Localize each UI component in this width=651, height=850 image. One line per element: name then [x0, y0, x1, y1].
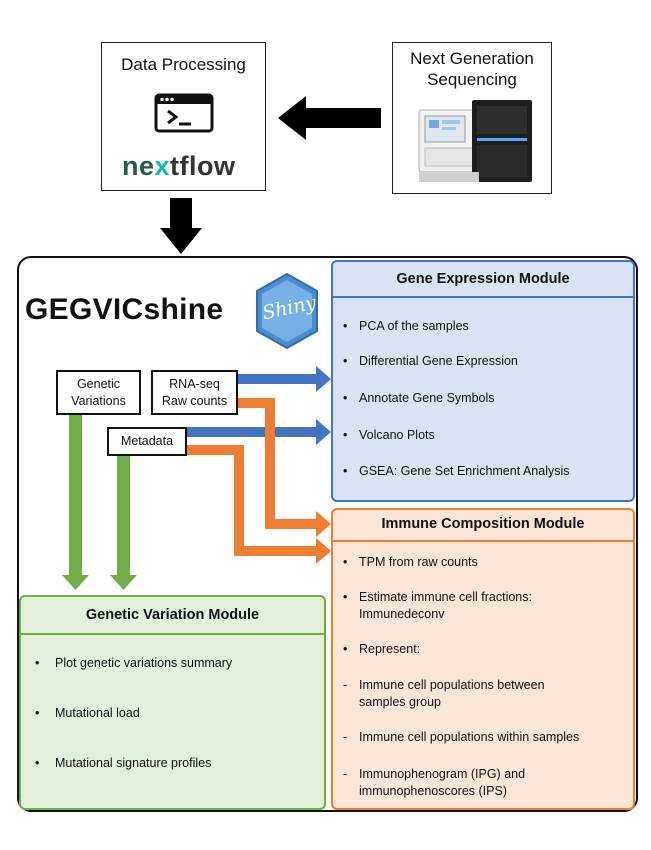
gene-expression-item: •Differential Gene Expression — [343, 354, 518, 368]
rnaseq-line1: RNA-seq — [169, 376, 220, 391]
orange-arrows — [186, 398, 331, 564]
immune-item: • Estimate immune cell fractions: Immune… — [343, 590, 532, 621]
rnaseq-line2: Raw counts — [161, 393, 228, 408]
green-arrows — [62, 414, 137, 590]
nextflow-logo: nextflow — [122, 151, 236, 182]
genetic-variation-item: •Mutational load — [35, 706, 140, 720]
arrow-ngs-to-processing — [278, 96, 381, 140]
immune-composition-title: Immune Composition Module — [381, 516, 585, 532]
data-processing-box: Data Processing nextflow — [101, 42, 266, 191]
immune-composition-divider — [333, 540, 633, 542]
nextflow-logo-text-a: ne — [122, 151, 155, 181]
gene-expression-item: •Annotate Gene Symbols — [343, 391, 495, 405]
genetic-variations-input: Genetic Variations — [56, 370, 141, 415]
ngs-box: Next Generation Sequencing — [392, 42, 552, 194]
immune-composition-module: Immune Composition Module • TPM from raw… — [331, 508, 635, 810]
gene-expression-item: •PCA of the samples — [343, 319, 469, 333]
ngs-title-line1: Next Generation — [410, 49, 534, 68]
immune-item: • Represent: — [343, 642, 421, 656]
genetic-variation-item: •Plot genetic variations summary — [35, 656, 233, 670]
genetic-variation-item: •Mutational signature profiles — [35, 756, 212, 770]
arrow-processing-to-app — [160, 198, 202, 254]
gene-expression-item: •Volcano Plots — [343, 428, 435, 442]
genetic-variation-title: Genetic Variation Module — [85, 607, 260, 623]
nextflow-logo-text-b: tflow — [170, 151, 236, 181]
genetic-variation-module: Genetic Variation Module •Plot genetic v… — [19, 595, 326, 810]
metadata-input: Metadata — [107, 427, 187, 456]
gene-expression-item: •GSEA: Gene Set Enrichment Analysis — [343, 464, 570, 478]
gene-expression-module: Gene Expression Module •PCA of the sampl… — [331, 260, 635, 502]
shiny-logo-icon — [256, 272, 318, 350]
sequencer-machine-icon — [418, 100, 532, 182]
rnaseq-input: RNA-seq Raw counts — [151, 370, 238, 415]
blue-arrows — [186, 366, 331, 445]
immune-item: - Immunophenogram (IPG) and immunophenos… — [343, 767, 526, 798]
ngs-title-line2: Sequencing — [427, 70, 517, 89]
immune-item: - Immune cell populations within samples — [343, 730, 580, 744]
gene-expression-divider — [333, 296, 633, 298]
data-processing-title: Data Processing — [121, 55, 246, 74]
nextflow-logo-text-x: x — [154, 151, 171, 181]
app-title: GEGVICshine — [25, 293, 224, 326]
terminal-icon — [154, 93, 214, 133]
genetic-variations-line1: Genetic — [76, 376, 121, 391]
genetic-variations-line2: Variations — [71, 393, 126, 408]
gene-expression-title: Gene Expression Module — [396, 271, 570, 287]
immune-item: - Immune cell populations between sample… — [343, 678, 545, 709]
genetic-variation-divider — [21, 633, 324, 635]
metadata-label: Metadata — [120, 434, 174, 448]
immune-item: • TPM from raw counts — [343, 555, 478, 569]
